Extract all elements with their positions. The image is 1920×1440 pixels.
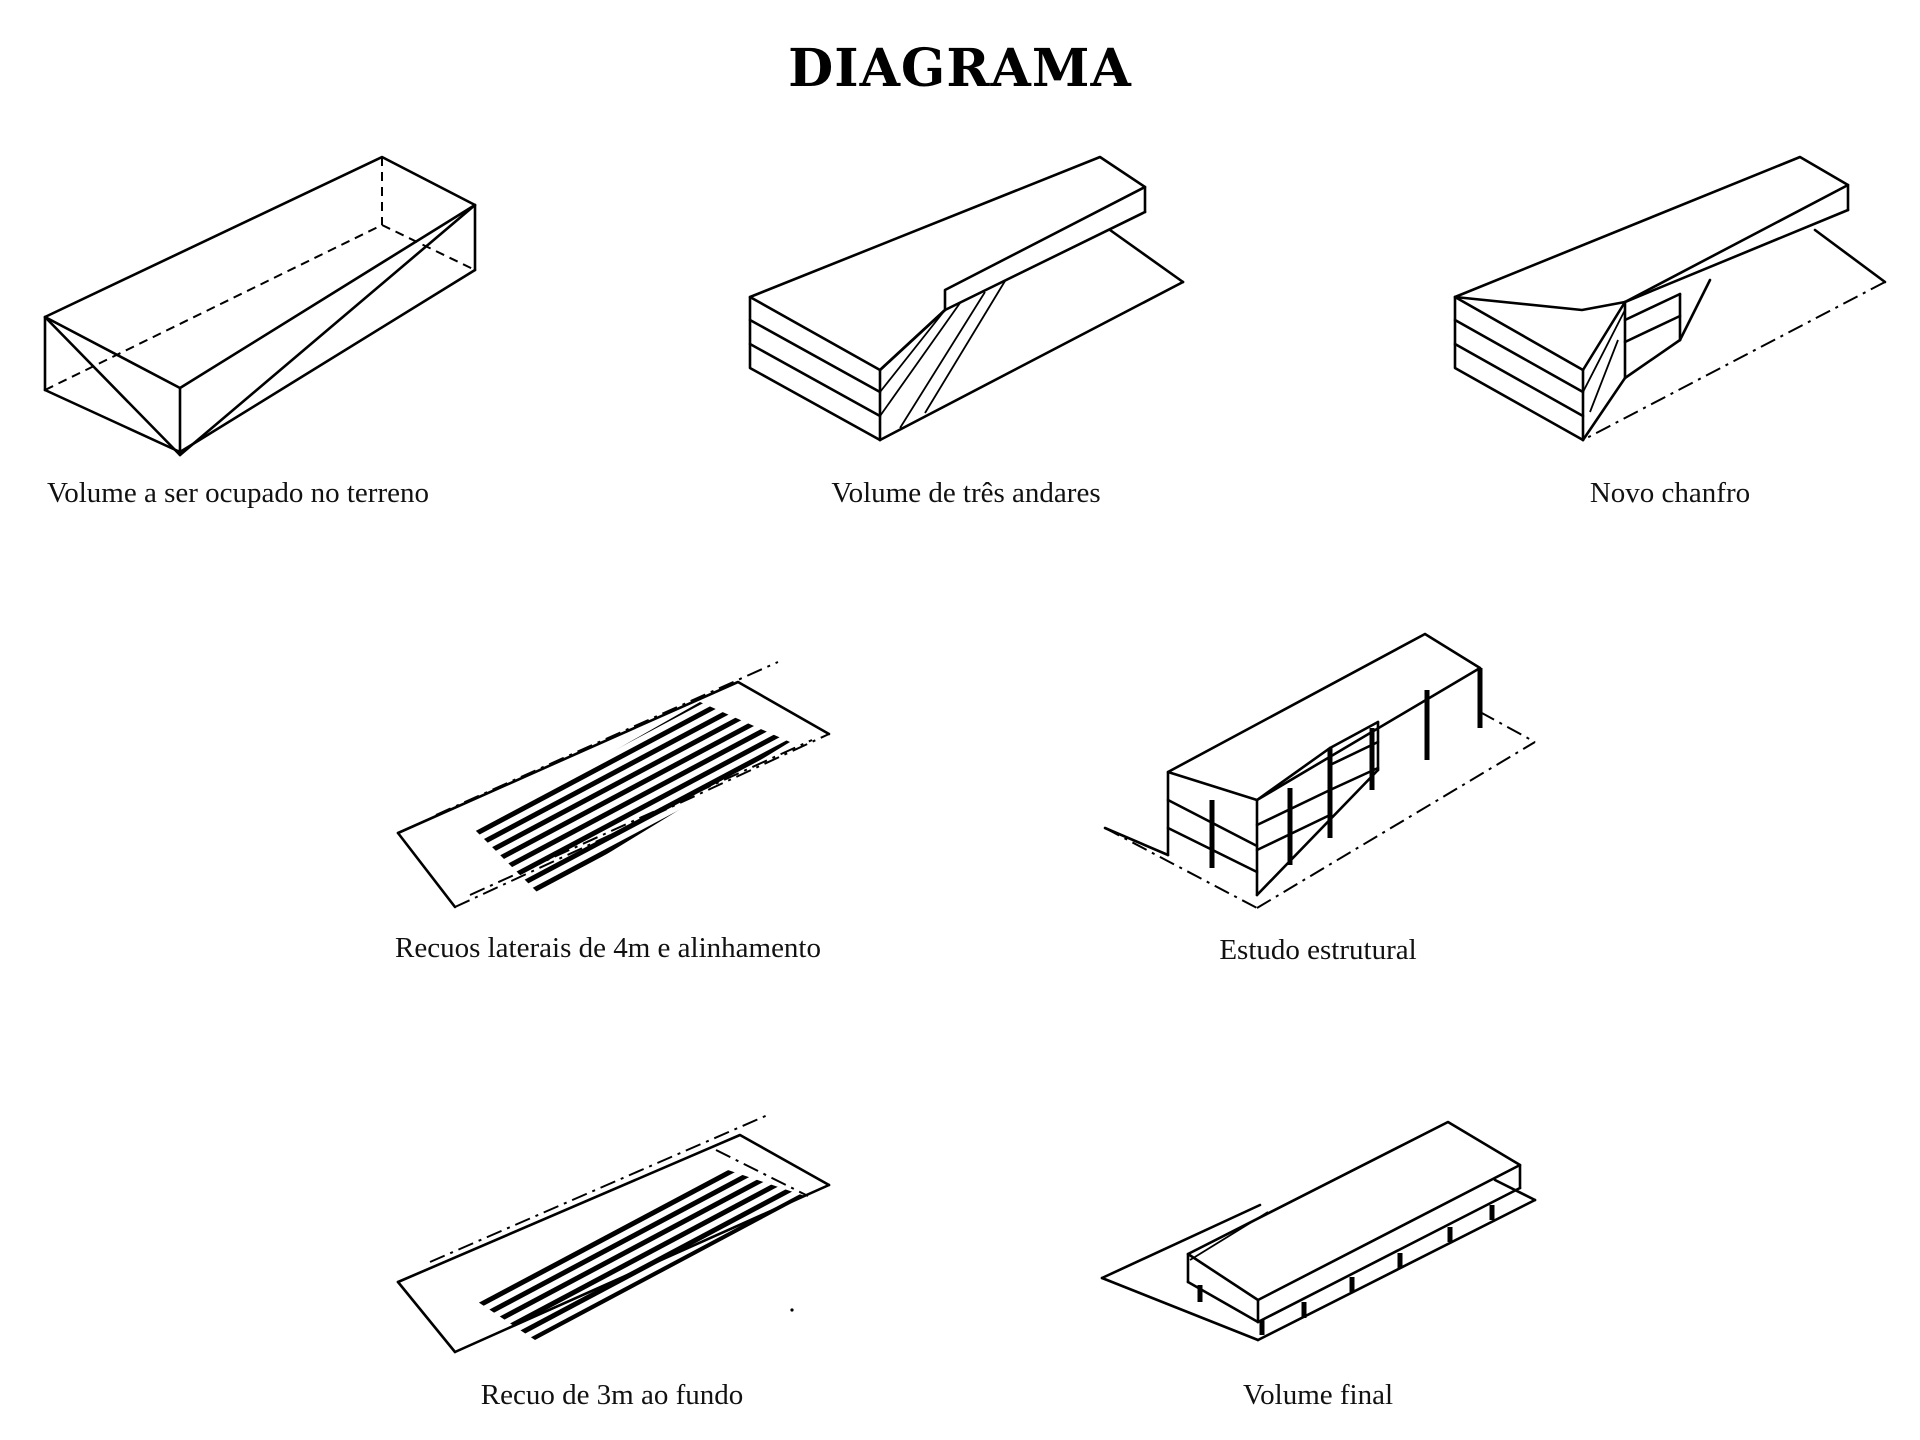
final-volume-diagram <box>1100 1120 1537 1342</box>
structural-study-diagram <box>1103 632 1536 909</box>
caption-side-setbacks: Recuos laterais de 4m e alinhamento <box>395 932 821 964</box>
caption-final-volume: Volume final <box>1242 1379 1394 1411</box>
volume-box-diagram <box>43 155 477 457</box>
caption-new-chamfer: Novo chanfro <box>1589 477 1751 509</box>
caption-three-storey-volume: Volume de três andares <box>831 477 1101 509</box>
new-chamfer-diagram <box>1453 155 1887 442</box>
caption-rear-setback: Recuo de 3m ao fundo <box>480 1379 744 1411</box>
page-title: DIAGRAMA <box>788 38 1132 99</box>
caption-site-volume: Volume a ser ocupado no terreno <box>47 477 429 509</box>
side-setbacks-diagram <box>396 661 831 909</box>
rear-setback-diagram <box>396 1113 831 1354</box>
three-storey-volume-diagram <box>748 155 1185 442</box>
caption-structural-study: Estudo estrutural <box>1219 934 1417 966</box>
